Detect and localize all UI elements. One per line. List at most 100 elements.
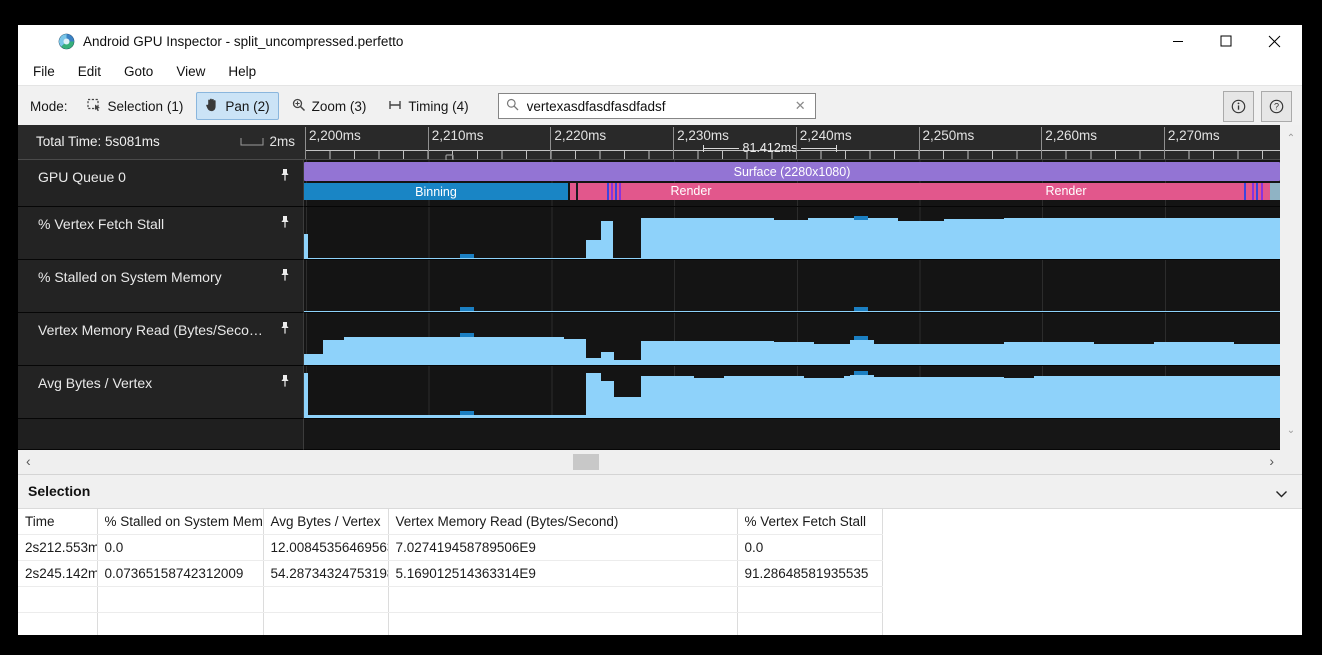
menu-bar: File Edit Goto View Help (18, 57, 1302, 85)
slice-boundary-stripe (611, 183, 613, 200)
app-icon (58, 33, 75, 50)
selection-panel-title: Selection (28, 483, 91, 499)
slice-boundary-stripe (619, 183, 621, 200)
menu-goto[interactable]: Goto (124, 63, 154, 79)
scroll-up-icon[interactable]: ⌃ (1286, 133, 1296, 144)
timing-measurement: 81.412ms (703, 141, 837, 155)
scrollbar-thumb[interactable] (573, 454, 599, 470)
ruler-tick: 2,270ms (1163, 127, 1220, 159)
pan-hand-icon (205, 97, 219, 115)
zoom-magnifier-icon (292, 98, 306, 115)
selection-panel-header[interactable]: Selection (18, 474, 1302, 509)
info-button[interactable] (1223, 90, 1254, 122)
search-box[interactable]: ✕ (497, 93, 816, 119)
mode-label: Mode: (30, 98, 68, 114)
scroll-left-icon[interactable]: ‹ (26, 453, 31, 469)
timeline-header: Total Time: 5s081ms 2ms 81.412ms 2,200ms… (18, 125, 1302, 164)
mode-timing-button[interactable]: Timing (4) (379, 94, 477, 119)
ruler-tick: 2,220ms (550, 127, 606, 159)
search-icon (506, 98, 519, 114)
table-cell (97, 586, 264, 613)
pin-icon[interactable] (279, 168, 291, 187)
table-cell: 2s212.553ms (18, 534, 98, 561)
mode-zoom-label: Zoom (3) (311, 98, 367, 114)
track-name: GPU Queue 0 (38, 169, 126, 185)
mode-pan-button[interactable]: Pan (2) (196, 92, 279, 120)
slice-surface[interactable]: Surface (2280x1080) (304, 162, 1280, 181)
close-button[interactable] (1250, 25, 1298, 57)
selection-table-header: Time% Stalled on System MemoryAvg Bytes … (18, 509, 1302, 535)
total-time-label: Total Time: 5s081ms (36, 134, 160, 149)
slice-render-label: Render (670, 184, 712, 198)
menu-file[interactable]: File (33, 63, 55, 79)
selected-sample-tick (460, 307, 474, 311)
selected-sample-tick (854, 336, 868, 340)
column-header: % Vertex Fetch Stall (737, 509, 883, 535)
table-row: 2s245.142ms0.0736515874231200954.2873432… (18, 560, 1302, 587)
horizontal-scrollbar[interactable]: ‹ › (18, 450, 1302, 474)
track-counter: Avg Bytes / Vertex (18, 366, 1302, 419)
slice-boundary-stripe (1261, 183, 1263, 200)
ruler-minor-ticks (305, 150, 1280, 159)
pin-icon[interactable] (279, 215, 291, 234)
pin-icon[interactable] (279, 268, 291, 287)
slice-binning[interactable]: Binning (304, 183, 568, 200)
search-clear-icon[interactable]: ✕ (794, 98, 806, 113)
track-counter: % Vertex Fetch Stall (18, 207, 1302, 260)
ruler-tick: 2,260ms (1041, 127, 1097, 159)
column-header: Avg Bytes / Vertex (263, 509, 389, 535)
mode-timing-label: Timing (4) (408, 98, 469, 114)
table-cell (263, 586, 389, 613)
scroll-down-icon[interactable]: ⌄ (1286, 425, 1296, 436)
selection-mode-icon (86, 98, 102, 115)
slice-boundary-stripe (1252, 183, 1254, 200)
counter-chart[interactable] (303, 366, 1280, 419)
scale-indicator: 2ms (240, 134, 295, 149)
slice-boundary-stripe (1256, 183, 1258, 200)
table-cell: 0.07365158742312009 (97, 560, 264, 587)
menu-edit[interactable]: Edit (77, 63, 102, 79)
maximize-button[interactable] (1202, 25, 1250, 57)
table-cell: 0.0 (97, 534, 264, 561)
slice-render-tail[interactable] (1270, 183, 1280, 200)
selection-table: Time% Stalled on System MemoryAvg Bytes … (18, 509, 1302, 635)
mode-selection-button[interactable]: Selection (1) (78, 93, 193, 120)
mode-zoom-button[interactable]: Zoom (3) (283, 93, 376, 120)
table-cell (388, 586, 738, 613)
collapse-chevron-icon[interactable] (1275, 486, 1288, 504)
menu-help[interactable]: Help (228, 63, 257, 79)
table-cell: 5.169012514363314E9 (388, 560, 738, 587)
table-cell: 12.008453564695637 (263, 534, 389, 561)
table-cell: 7.027419458789506E9 (388, 534, 738, 561)
scroll-right-icon[interactable]: › (1269, 453, 1274, 469)
help-button[interactable]: ? (1261, 90, 1292, 122)
table-row (18, 586, 1302, 613)
ruler-tick: 2,250ms (918, 127, 974, 159)
track-counter: % Stalled on System Memory (18, 260, 1302, 313)
counter-chart[interactable] (303, 313, 1280, 366)
table-cell (737, 612, 883, 635)
svg-text:?: ? (1274, 101, 1279, 111)
table-cell: 2s245.142ms (18, 560, 98, 587)
timeline-panel[interactable]: Total Time: 5s081ms 2ms 81.412ms 2,200ms… (18, 125, 1302, 450)
ruler-tick: 2,200ms (305, 127, 361, 159)
app-window: Android GPU Inspector - split_uncompress… (18, 25, 1302, 635)
track-counter: Vertex Memory Read (Bytes/Seco… (18, 313, 1302, 366)
vertical-scrollbar[interactable]: ⌃ ⌄ (1280, 125, 1302, 450)
track-name: Avg Bytes / Vertex (38, 375, 153, 391)
counter-chart[interactable] (303, 260, 1280, 313)
table-cell (388, 612, 738, 635)
mode-selection-label: Selection (1) (107, 98, 184, 114)
slice-render-label: Render (1045, 184, 1087, 198)
counter-chart[interactable] (303, 207, 1280, 260)
slice-boundary-stripe (615, 183, 617, 200)
minimize-button[interactable] (1154, 25, 1202, 57)
table-row (18, 612, 1302, 635)
slice-render[interactable] (570, 183, 1270, 200)
menu-view[interactable]: View (176, 63, 206, 79)
track-name: % Vertex Fetch Stall (38, 216, 165, 232)
search-input[interactable] (524, 97, 793, 115)
pin-icon[interactable] (279, 374, 291, 393)
pin-icon[interactable] (279, 321, 291, 340)
